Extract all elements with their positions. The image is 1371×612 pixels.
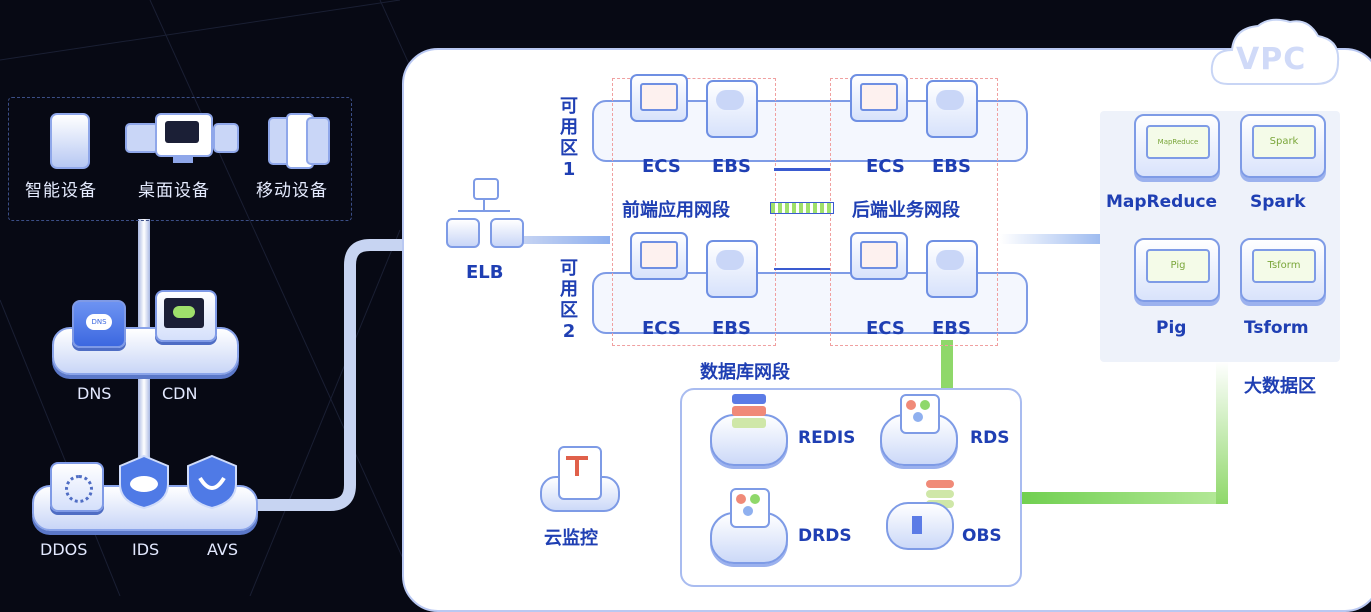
ecs-icon-z1-front [630,74,688,122]
pig-card: Pig [1134,238,1220,302]
zone1-label: 可 用 区 1 [558,96,580,180]
vpc-title: VPC [1236,42,1307,77]
ecs-label-z2-front: ECS [642,318,681,339]
backend-segment-label: 后端业务网段 [852,200,960,221]
backend-to-bigdata-link [1000,234,1100,244]
mobile-icon [268,113,330,169]
mapreduce-screen: MapReduce [1146,125,1210,159]
spark-label: Spark [1250,192,1306,212]
dns-label: DNS [77,384,112,403]
ebs-icon-z2-front [706,240,758,298]
ecs-icon-z2-back [850,232,908,280]
zone1-char-4: 1 [562,159,576,180]
ecs-label-z1-front: ECS [642,156,681,177]
tsform-label: Tsform [1244,318,1309,338]
avs-icon [186,454,238,510]
dns-icon: DNS [72,300,126,348]
db-to-bigdata-link-v [1216,362,1228,504]
ebs-label-z2-back: EBS [932,318,971,339]
ids-icon [118,454,170,510]
ebs-label-z1-front: EBS [712,156,751,177]
segment-arrow-link [770,202,834,214]
obs-label: OBS [962,526,1002,546]
desktop-icon [125,113,239,165]
zone2-char-1: 可 [560,258,578,279]
obs-icon [882,480,958,562]
tsform-screen: Tsform [1252,249,1316,283]
device-group [8,97,352,221]
zone1-char-1: 可 [560,96,578,117]
device-label-smart: 智能设备 [25,181,97,201]
segment-connector-top [774,168,830,171]
ecs-icon-z2-front [630,232,688,280]
db-segment-label: 数据库网段 [700,362,790,383]
mapreduce-card: MapReduce [1134,114,1220,178]
cdn-label: CDN [162,384,198,403]
redis-label: REDIS [798,428,856,448]
ebs-icon-z1-back [926,80,978,138]
ddos-label: DDOS [40,540,88,559]
avs-label: AVS [207,540,239,559]
security-to-elb-link [250,239,486,511]
redis-icon [710,394,788,466]
zone2-label: 可 用 区 2 [558,258,580,342]
pig-screen: Pig [1146,249,1210,283]
segment-connector-bottom [774,268,830,270]
backend-to-db-link [941,340,953,388]
drds-icon [710,488,788,564]
zone1-char-2: 用 [560,117,578,138]
zone2-char-4: 2 [562,321,576,342]
tablet-icon [50,113,90,169]
ebs-icon-z2-back [926,240,978,298]
device-label-desktop: 桌面设备 [138,181,210,201]
rds-icon [880,394,958,466]
drds-label: DRDS [798,526,852,546]
elb-icon [446,178,524,248]
mapreduce-label: MapReduce [1106,192,1218,212]
ebs-label-z1-back: EBS [932,156,971,177]
ecs-label-z1-back: ECS [866,156,905,177]
pig-label: Pig [1156,318,1187,338]
cdn-icon [155,290,217,342]
ecs-label-z2-back: ECS [866,318,905,339]
elb-label: ELB [466,262,504,283]
elb-horizontal-link [520,236,610,244]
ddos-icon [50,462,104,512]
tsform-card: Tsform [1240,238,1326,302]
rds-label: RDS [970,428,1010,448]
bigdata-title: 大数据区 [1244,376,1316,397]
db-to-bigdata-link-h [1018,492,1228,504]
spark-card: Spark [1240,114,1326,178]
monitor-icon [540,446,620,512]
monitor-label: 云监控 [544,528,598,549]
device-label-mobile: 移动设备 [256,181,328,201]
ecs-icon-z1-back [850,74,908,122]
vpc-cloud-icon [1210,18,1340,85]
ids-label: IDS [132,540,160,559]
frontend-segment-label: 前端应用网段 [622,200,730,221]
zone1-char-3: 区 [560,138,578,159]
spark-screen: Spark [1252,125,1316,159]
zone2-char-2: 用 [560,279,578,300]
zone2-char-3: 区 [560,300,578,321]
ebs-icon-z1-front [706,80,758,138]
ebs-label-z2-front: EBS [712,318,751,339]
